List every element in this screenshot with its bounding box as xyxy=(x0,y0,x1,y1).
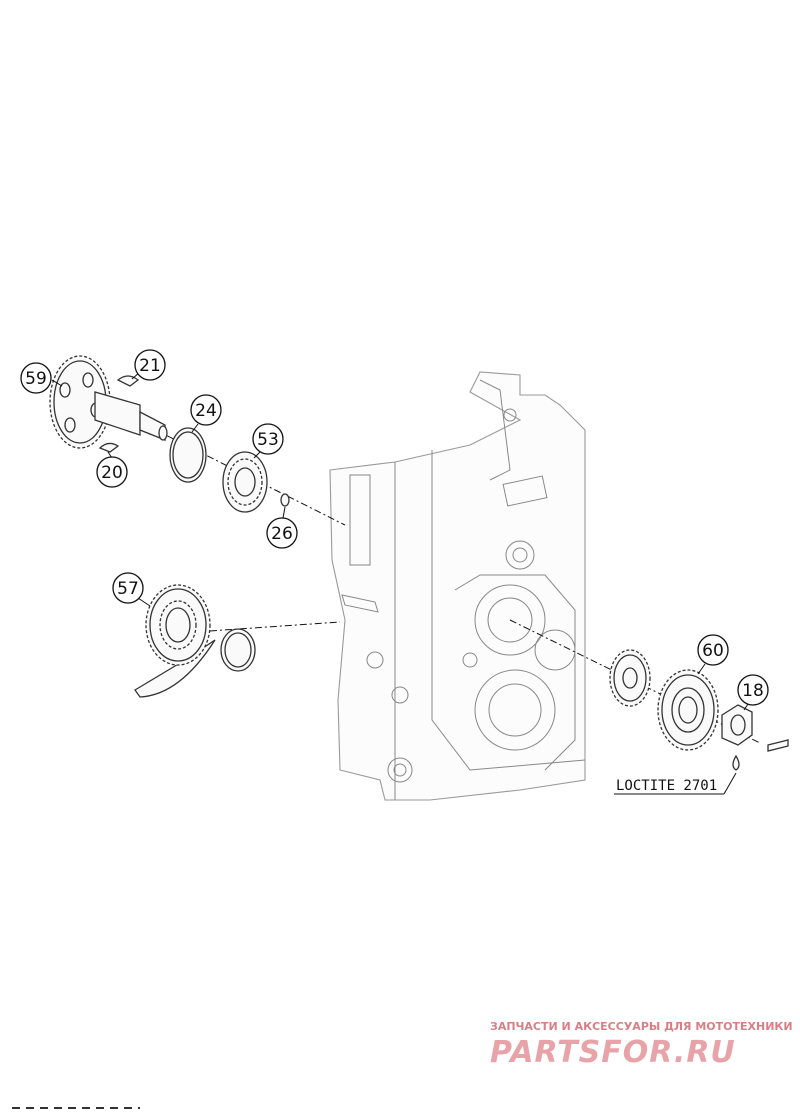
callout-20-label: 20 xyxy=(101,463,123,483)
callout-60: 60 xyxy=(697,634,729,675)
watermark-logo: PARTSFOR.RU xyxy=(490,1035,736,1070)
callout-24-label: 24 xyxy=(195,401,217,421)
callout-21-label: 21 xyxy=(139,356,161,376)
small-gear xyxy=(609,649,651,707)
part-21-key xyxy=(116,375,140,387)
watermark-caption: ЗАПЧАСТИ И АКСЕССУАРЫ ДЛЯ МОТОТЕХНИКИ xyxy=(490,1020,793,1033)
part-53-bearing xyxy=(222,451,268,513)
part-57-gear-segment xyxy=(134,584,256,698)
part-60-gear xyxy=(657,669,719,751)
part-24-circlip xyxy=(169,427,207,483)
callout-18-label: 18 xyxy=(742,681,764,701)
engine-case-housing xyxy=(329,371,586,801)
callout-20: 20 xyxy=(96,451,128,488)
part-26-o-ring xyxy=(280,493,290,507)
callout-26-label: 26 xyxy=(271,524,293,544)
callout-59: 59 xyxy=(20,362,63,394)
watermark: ЗАПЧАСТИ И АКСЕССУАРЫ ДЛЯ МОТОТЕХНИКИ PA… xyxy=(490,1020,793,1070)
callout-21: 21 xyxy=(131,349,166,381)
part-20-key xyxy=(98,442,120,453)
callout-60-label: 60 xyxy=(702,641,724,661)
callout-24: 24 xyxy=(190,394,222,433)
callout-57-label: 57 xyxy=(117,579,139,599)
part-18-nut xyxy=(721,704,789,771)
loctite-note: LOCTITE 2701 xyxy=(614,772,737,795)
loctite-note-text: LOCTITE 2701 xyxy=(616,778,717,794)
callout-18: 18 xyxy=(737,674,769,711)
callout-57: 57 xyxy=(112,572,151,607)
callout-53: 53 xyxy=(252,423,284,459)
callout-53-label: 53 xyxy=(257,430,279,450)
part-59-gear-shaft xyxy=(49,355,168,449)
callout-26: 26 xyxy=(266,506,298,549)
callout-59-label: 59 xyxy=(25,369,47,389)
